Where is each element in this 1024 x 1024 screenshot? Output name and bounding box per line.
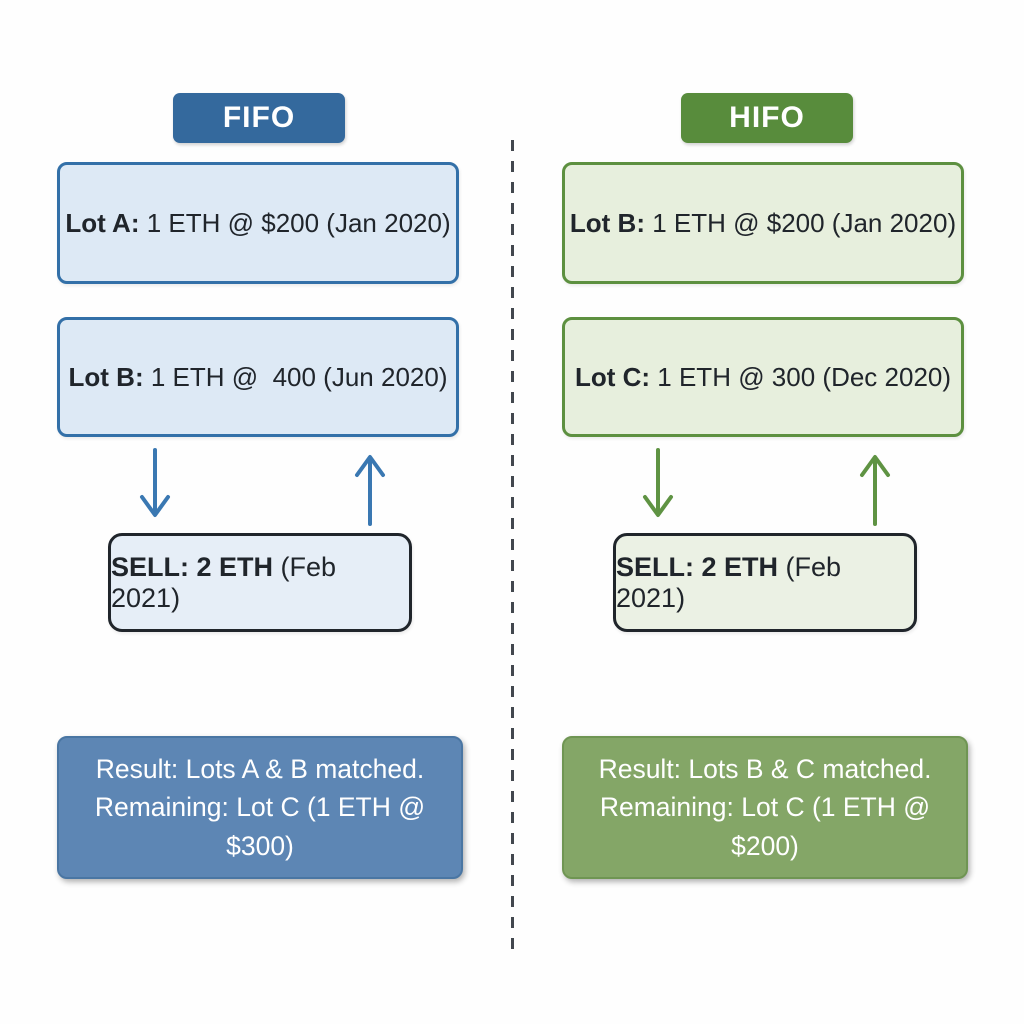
- hifo-lot-b-label-bold: Lot B:: [569, 207, 645, 238]
- down-arrow-icon: [135, 447, 175, 527]
- hifo-lot-b-label: Lot B: 1 ETH @ $200 (Jan 2020): [570, 208, 956, 239]
- fifo-sell-box: SELL: 2 ETH (Feb 2021): [108, 533, 412, 632]
- hifo-sell-label: SELL: 2 ETH (Feb 2021): [616, 552, 914, 614]
- fifo-sell-label: SELL: 2 ETH (Feb 2021): [111, 552, 409, 614]
- fifo-lot-b-box: Lot B: 1 ETH @ 400 (Jun 2020): [57, 317, 459, 437]
- hifo-lot-c-label-bold: Lot C:: [574, 361, 651, 392]
- fifo-lot-a-label-rest: 1 ETH @ $200 (Jan 2020): [139, 207, 451, 238]
- up-arrow-icon: [855, 447, 895, 527]
- hifo-lot-b-box: Lot B: 1 ETH @ $200 (Jan 2020): [562, 162, 964, 284]
- up-arrow-icon: [350, 447, 390, 527]
- hifo-lot-b-label-rest: 1 ETH @ $200 (Jan 2020): [644, 207, 957, 238]
- fifo-lot-a-label: Lot A: 1 ETH @ $200 (Jan 2020): [65, 208, 450, 239]
- hifo-sell-label-rest: (Feb 2021): [616, 551, 842, 613]
- fifo-lot-a-box: Lot A: 1 ETH @ $200 (Jan 2020): [57, 162, 459, 284]
- fifo-header-badge: FIFO: [173, 93, 345, 143]
- hifo-sell-label-bold: SELL: 2 ETH: [616, 551, 779, 582]
- fifo-lot-b-label-rest: 1 ETH @ 400 (Jun 2020): [143, 361, 448, 392]
- hifo-result-box: Result: Lots B & C matched. Remaining: L…: [562, 736, 968, 879]
- fifo-lot-b-label-bold: Lot B:: [68, 361, 144, 392]
- hifo-lot-c-label-rest: 1 ETH @ 300 (Dec 2020): [650, 361, 952, 392]
- hifo-sell-box: SELL: 2 ETH (Feb 2021): [613, 533, 917, 632]
- hifo-result-line1: Result: Lots B & C matched.: [598, 754, 932, 785]
- hifo-result-line2: Remaining: Lot C (1 ETH @ $200): [599, 792, 931, 861]
- hifo-header-badge: HIFO: [681, 93, 853, 143]
- fifo-result-box: Result: Lots A & B matched. Remaining: L…: [57, 736, 463, 879]
- fifo-lot-a-label-bold: Lot A:: [65, 207, 140, 238]
- down-arrow-icon: [638, 447, 678, 527]
- fifo-sell-label-rest: (Feb 2021): [111, 551, 337, 613]
- hifo-lot-c-label: Lot C: 1 ETH @ 300 (Dec 2020): [575, 362, 951, 393]
- column-divider: [511, 140, 514, 950]
- fifo-result-line2: Remaining: Lot C (1 ETH @ $300): [94, 792, 426, 861]
- fifo-lot-b-label: Lot B: 1 ETH @ 400 (Jun 2020): [69, 362, 448, 393]
- fifo-sell-label-bold: SELL: 2 ETH: [111, 551, 274, 582]
- hifo-lot-c-box: Lot C: 1 ETH @ 300 (Dec 2020): [562, 317, 964, 437]
- fifo-result-line1: Result: Lots A & B matched.: [95, 754, 425, 785]
